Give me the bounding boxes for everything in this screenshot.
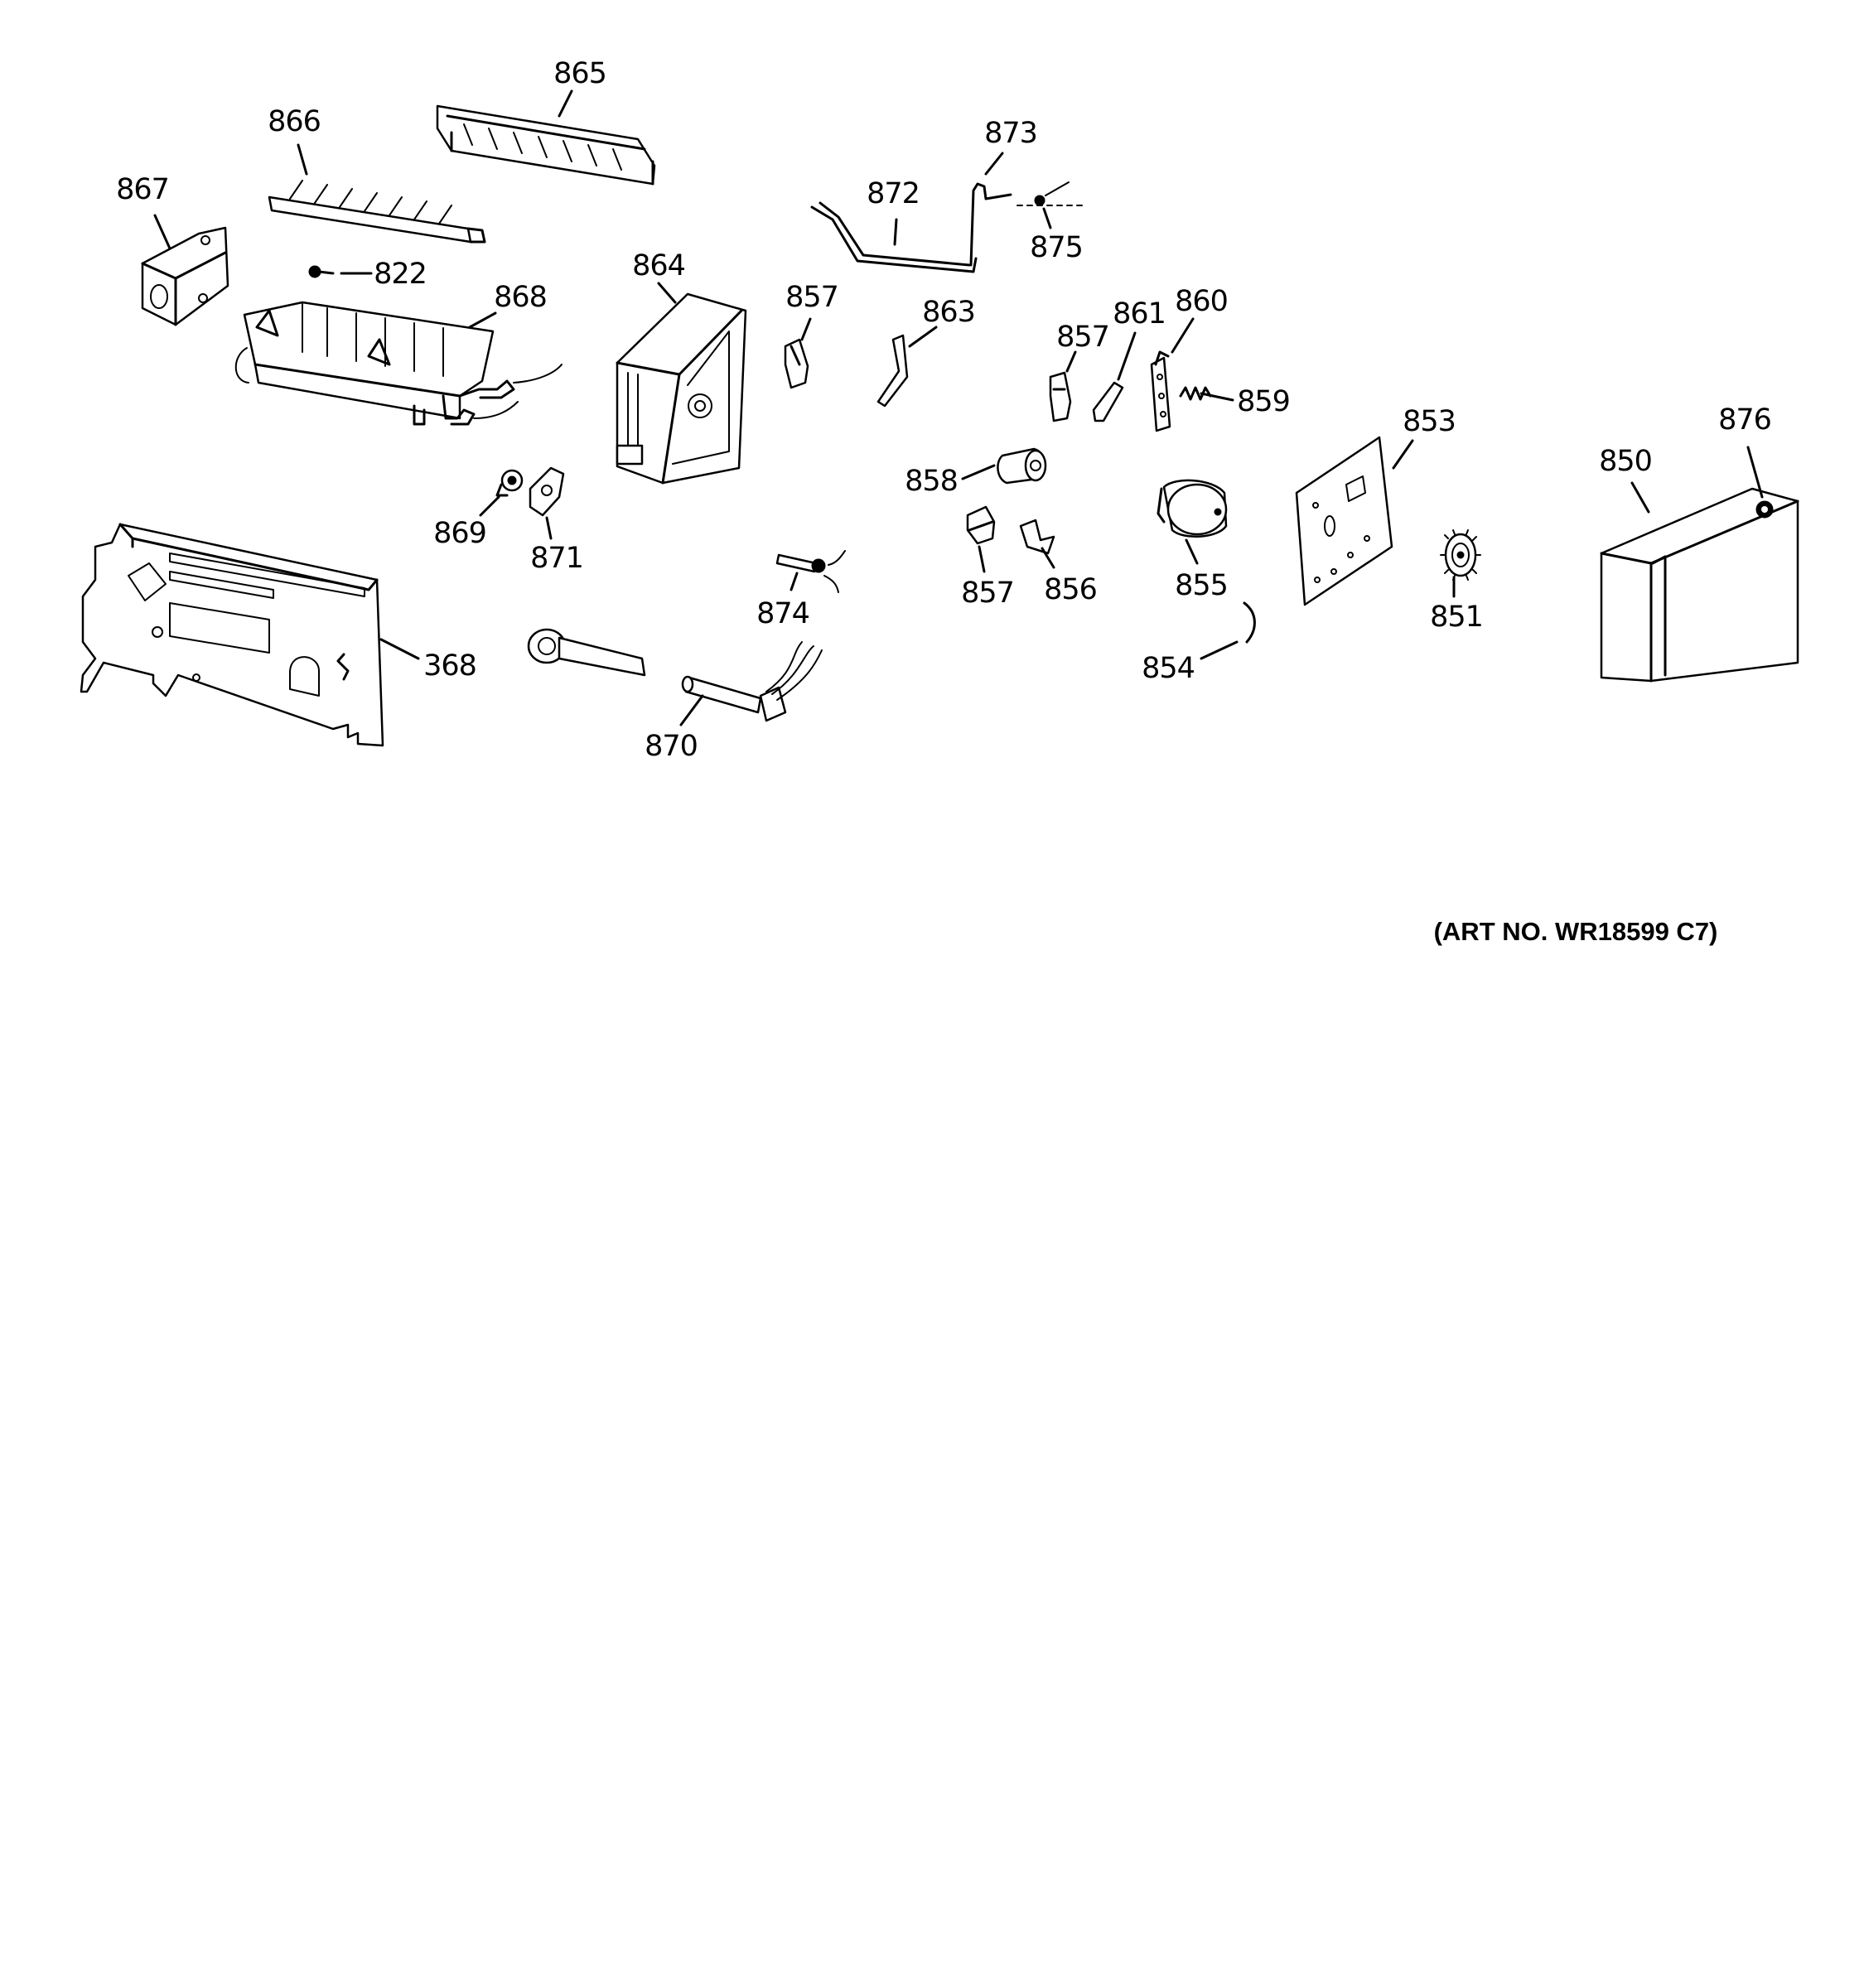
part-label-863: 863: [922, 296, 975, 329]
part-875-drawing: [1017, 181, 1086, 206]
part-label-857c: 857: [961, 577, 1014, 610]
part-label-856: 856: [1044, 573, 1097, 606]
part-label-850: 850: [1599, 445, 1652, 478]
part-label-822: 822: [374, 258, 427, 291]
part-label-853: 853: [1403, 405, 1456, 438]
part-860-drawing: [1150, 350, 1171, 432]
part-876-drawing: [1755, 500, 1774, 519]
part-label-876: 876: [1718, 403, 1771, 437]
part-label-368: 368: [423, 649, 476, 683]
part-label-866: 866: [268, 105, 321, 138]
part-851-drawing: [1440, 529, 1481, 581]
part-867-drawing: [141, 226, 229, 326]
part-863-drawing: [876, 334, 909, 408]
part-857a-drawing: [784, 338, 809, 389]
part-label-869: 869: [433, 517, 486, 550]
power-cord-connector-drawing: [527, 628, 646, 677]
part-label-860: 860: [1175, 285, 1228, 318]
part-label-855: 855: [1175, 569, 1228, 602]
part-label-851: 851: [1430, 601, 1483, 634]
part-label-857b: 857: [1056, 321, 1109, 354]
part-861-drawing: [1092, 381, 1124, 422]
part-368-drawing: [80, 523, 384, 747]
part-label-873: 873: [984, 117, 1037, 150]
part-850-drawing: [1600, 487, 1799, 683]
part-label-875: 875: [1030, 231, 1083, 264]
part-869-drawing: [495, 469, 524, 497]
part-label-871: 871: [530, 542, 583, 575]
part-873-drawing: [969, 182, 1012, 267]
part-865-drawing: [436, 104, 656, 186]
part-label-867: 867: [116, 173, 169, 206]
part-label-874: 874: [756, 597, 809, 630]
part-label-857a: 857: [785, 281, 838, 314]
part-label-872: 872: [867, 177, 920, 210]
art-number-note: (ART NO. WR18599 C7): [1434, 917, 1718, 946]
part-858-drawing: [997, 447, 1047, 485]
part-label-858: 858: [905, 465, 958, 498]
part-854-drawing: [1243, 601, 1256, 644]
part-874-drawing: [775, 550, 846, 593]
part-856-drawing: [1019, 519, 1055, 555]
part-label-870: 870: [645, 730, 698, 763]
part-label-859: 859: [1237, 385, 1290, 418]
part-label-865: 865: [553, 57, 606, 90]
part-866-drawing: [268, 180, 486, 244]
part-868-drawing: [234, 301, 563, 426]
part-872-drawing: [810, 201, 978, 273]
part-822-drawing: [308, 265, 335, 278]
part-855-drawing: [1157, 479, 1228, 538]
part-853-drawing: [1295, 436, 1393, 606]
part-857c-drawing: [966, 505, 996, 545]
part-859-drawing: [1179, 386, 1212, 401]
part-870-drawing: [681, 641, 823, 722]
part-label-868: 868: [494, 281, 547, 314]
part-864-drawing: [616, 292, 747, 485]
part-label-854: 854: [1142, 652, 1195, 685]
part-857b-drawing: [1049, 371, 1072, 422]
part-871-drawing: [529, 466, 565, 517]
part-label-861: 861: [1113, 297, 1166, 331]
part-label-864: 864: [632, 249, 685, 282]
